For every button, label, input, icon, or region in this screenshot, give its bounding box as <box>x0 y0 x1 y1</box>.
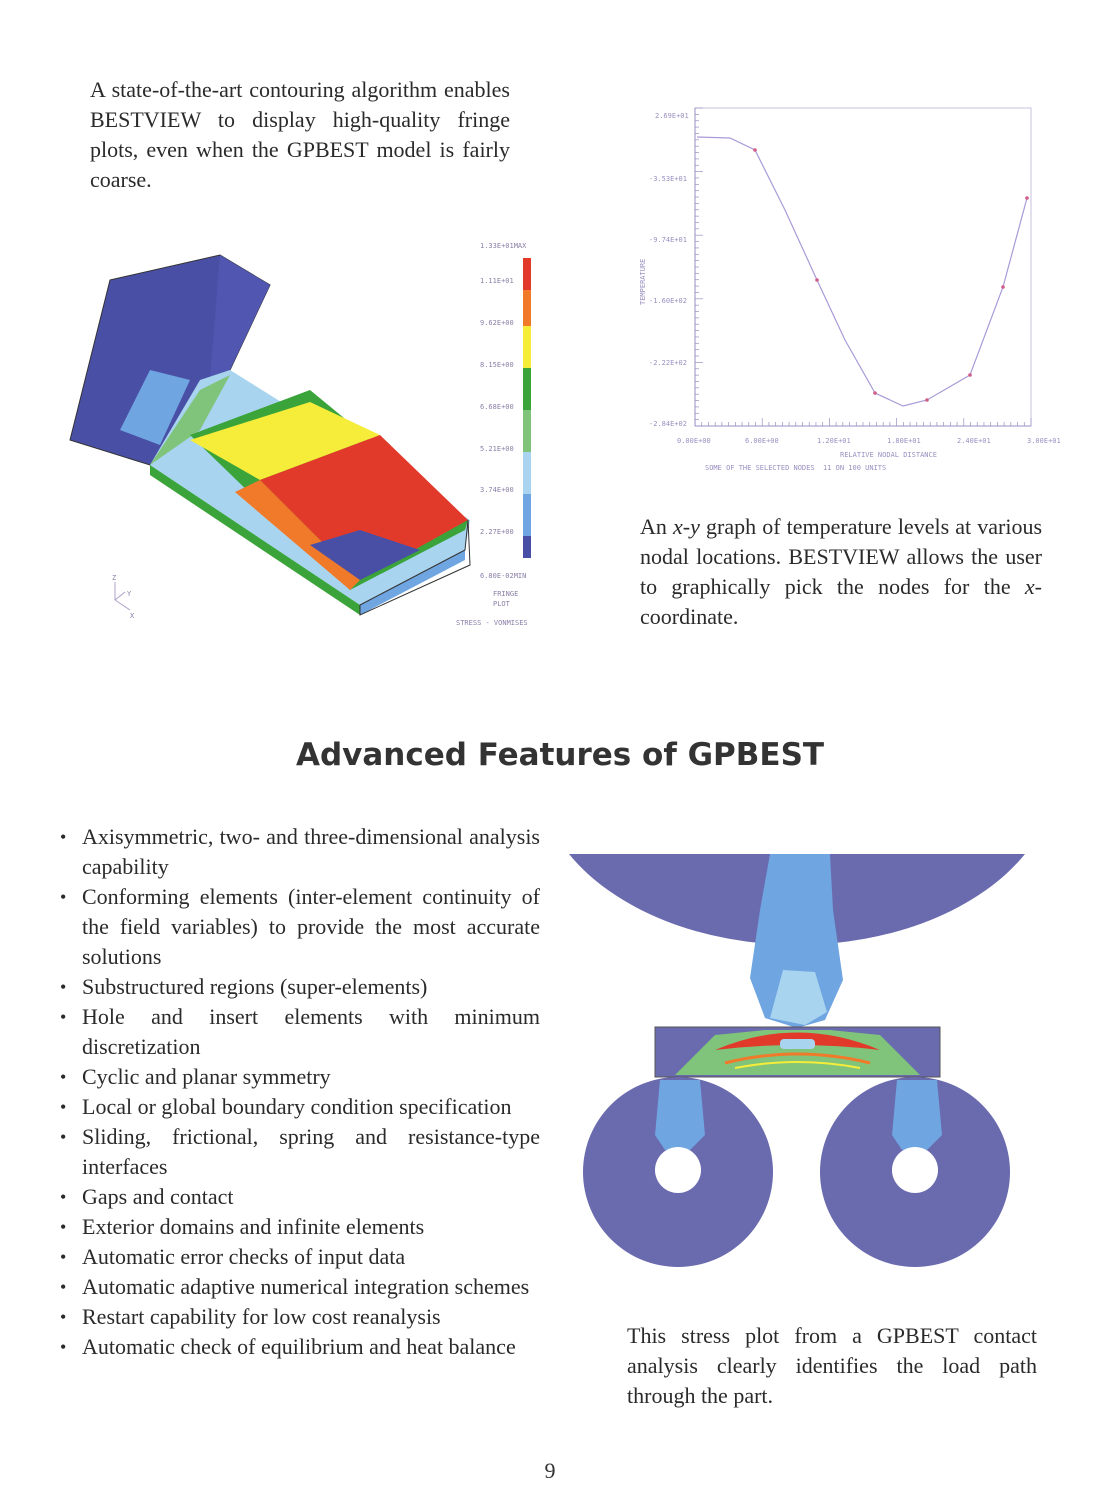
fringe-plot-model <box>69 254 471 616</box>
xy-graph: 2.69E+01 -3.53E+01 -9.74E+01 -1.60E+02 -… <box>639 107 1061 472</box>
feature-item: Automatic adaptive numerical integration… <box>58 1272 540 1302</box>
plot-type-line1: FRINGE <box>493 590 518 598</box>
legend-swatch-lightgreen <box>523 410 531 452</box>
right-roller-hole <box>892 1147 938 1193</box>
fringe-plot-caption: A state-of-the-art contouring algorithm … <box>90 77 510 192</box>
legend-swatch-lightblue <box>523 452 531 494</box>
legend-label-7: 2.27E+00 <box>480 528 514 536</box>
contact-stress-plot <box>569 854 1025 1267</box>
x-tick-2: 6.00E+00 <box>745 437 779 445</box>
y-tick-1: 2.69E+01 <box>655 112 689 120</box>
legend-swatch-yellow <box>523 326 531 368</box>
legend-swatch-red <box>523 258 531 290</box>
graph-footer-left: SOME OF THE SELECTED NODES <box>705 464 815 472</box>
axis-x-label: X <box>130 612 135 620</box>
fringe-plot-figure: Z Y X 1.33E+01MAX 1.11E+01 9.62E+00 8.15… <box>69 242 531 627</box>
legend-swatch-blue <box>523 494 531 536</box>
x-tick-1: 0.00E+00 <box>677 437 711 445</box>
y-tick-3: -9.74E+01 <box>649 236 687 244</box>
feature-item: Sliding, frictional, spring and resistan… <box>58 1122 540 1182</box>
x-tick-6: 3.00E+01 <box>1027 437 1061 445</box>
legend-label-1: 1.11E+01 <box>480 277 514 285</box>
legend-label-3: 8.15E+00 <box>480 361 514 369</box>
feature-item: Local or global boundary condition speci… <box>58 1092 540 1122</box>
features-list: Axisymmetric, two- and three-dimensional… <box>58 822 540 1362</box>
curve-points <box>753 148 1029 402</box>
legend-label-2: 9.62E+00 <box>480 319 514 327</box>
x-tick-4: 1.80E+01 <box>887 437 921 445</box>
left-roller-hole <box>655 1147 701 1193</box>
feature-item: Conforming elements (inter-element conti… <box>58 882 540 972</box>
contact-plot-caption: This stress plot from a GPBEST contact a… <box>627 1323 1037 1408</box>
axis-y-label: Y <box>127 590 132 598</box>
feature-item: Exterior domains and infinite elements <box>58 1212 540 1242</box>
feature-item: Axisymmetric, two- and three-dimensional… <box>58 822 540 882</box>
result-type-label: STRESS - VONMISES <box>456 619 528 627</box>
legend-label-4: 6.68E+00 <box>480 403 514 411</box>
legend-label-6: 3.74E+00 <box>480 486 514 494</box>
feature-item: Substructured regions (super-elements) <box>58 972 540 1002</box>
plot-type-line2: PLOT <box>493 600 511 608</box>
feature-item: Gaps and contact <box>58 1182 540 1212</box>
graph-frame <box>694 107 1032 427</box>
temperature-curve <box>696 136 1028 407</box>
feature-item: Automatic error checks of input data <box>58 1242 540 1272</box>
graph-footer-right: 11 ON 100 UNITS <box>823 464 886 472</box>
legend-swatch-orange <box>523 290 531 326</box>
feature-item: Hole and insert elements with minimum di… <box>58 1002 540 1062</box>
legend-max-label: 1.33E+01MAX <box>480 242 527 250</box>
y-tick-4: -1.60E+02 <box>649 297 687 305</box>
x-tick-3: 1.20E+01 <box>817 437 851 445</box>
feature-item: Restart capability for low cost reanalys… <box>58 1302 540 1332</box>
x-axis-title: RELATIVE NODAL DISTANCE <box>840 451 937 459</box>
feature-item: Cyclic and planar symmetry <box>58 1062 540 1092</box>
y-tick-2: -3.53E+01 <box>649 175 687 183</box>
axis-z-label: Z <box>112 574 116 582</box>
feature-item: Automatic check of equilibrium and heat … <box>58 1332 540 1362</box>
legend-swatch-green <box>523 368 531 410</box>
legend-label-5: 5.21E+00 <box>480 445 514 453</box>
x-tick-5: 2.40E+01 <box>957 437 991 445</box>
legend-swatch-darkblue <box>523 536 531 558</box>
fringe-legend: 1.33E+01MAX 1.11E+01 9.62E+00 8.15E+00 6… <box>456 242 531 627</box>
y-tick-6: -2.84E+02 <box>649 420 687 428</box>
section-heading: Advanced Features of GPBEST <box>295 737 825 773</box>
axis-triad-icon: Z Y X <box>112 574 135 620</box>
legend-min-label: 6.80E-02MIN <box>480 572 526 580</box>
page-number: 9 <box>544 1458 556 1483</box>
y-axis-title: TEMPERATURE <box>639 259 647 305</box>
xy-graph-caption: An x-y graph of temperature levels at va… <box>640 514 1043 629</box>
y-tick-5: -2.22E+02 <box>649 359 687 367</box>
graph-ticks <box>694 108 1031 427</box>
